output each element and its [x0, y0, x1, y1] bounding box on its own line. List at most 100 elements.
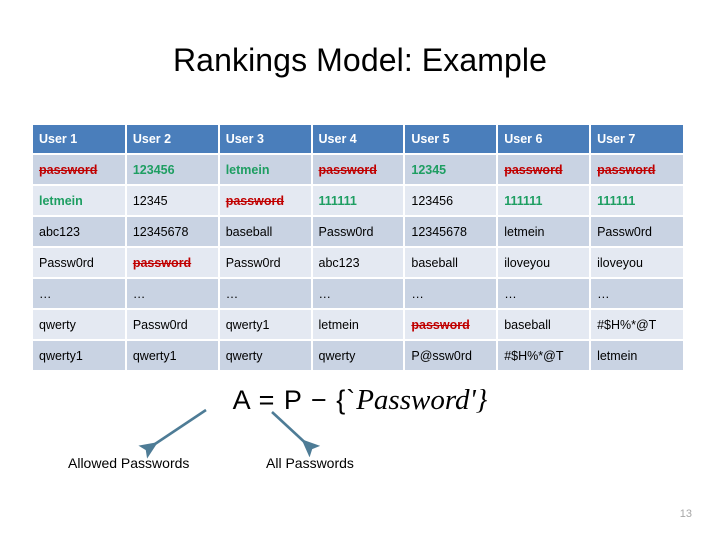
table-cell: 12345678: [404, 216, 499, 248]
table-cell: 123456: [125, 154, 220, 186]
page-title: Rankings Model: Example: [172, 42, 548, 78]
password-entry: password: [411, 317, 470, 332]
table-cell: abc123: [311, 247, 406, 279]
table-cell: 111111: [497, 185, 592, 217]
password-entry: 123456: [132, 162, 175, 177]
table-cell: Passw0rd: [125, 309, 220, 341]
table-row: qwerty1 qwerty1 qwerty qwerty P@ssw0rd #$H%*@…: [33, 340, 683, 372]
table-cell: 123456: [404, 185, 499, 217]
table-cell: P@ssw0rd: [404, 340, 499, 372]
table-header-cell-user-7: User 7: [590, 125, 683, 155]
table-cell: iloveyou: [590, 247, 683, 279]
password-entry: qwerty1: [39, 348, 83, 363]
password-entry: password: [597, 162, 656, 177]
table-header-cell-user-3: User 3: [218, 125, 313, 155]
password-entry: 111111: [597, 193, 636, 208]
password-entry: 111111: [504, 193, 543, 208]
table-cell: password: [404, 309, 499, 341]
password-entry: 111111: [318, 193, 357, 208]
table-cell: Passw0rd: [590, 216, 683, 248]
password-entry: Passw0rd: [597, 224, 652, 239]
table-cell: qwerty1: [33, 340, 127, 372]
table-body: password 123456 letmein password 12345 passwo…: [33, 154, 683, 372]
table-cell: 12345: [125, 185, 220, 217]
password-entry: 12345678: [132, 224, 189, 239]
table-cell: …: [311, 278, 406, 310]
table-cell: #$H%*@T: [497, 340, 592, 372]
caption-all-passwords: All Passwords: [266, 455, 354, 471]
page-number: 13: [679, 508, 692, 520]
password-entry: #$H%*@T: [504, 348, 564, 363]
password-entry: …: [411, 286, 425, 301]
password-entry: …: [39, 286, 52, 301]
password-entry: baseball: [225, 224, 273, 239]
table-cell: abc123: [33, 216, 127, 248]
formula-emphasis: Password: [356, 384, 470, 416]
table-cell: …: [218, 278, 313, 310]
table-cell: baseball: [497, 309, 592, 341]
table-cell: password: [311, 154, 406, 186]
password-entry: 12345: [411, 162, 447, 177]
password-entry: …: [132, 286, 146, 301]
password-entry: letmein: [39, 193, 83, 208]
password-entry: Passw0rd: [39, 255, 94, 270]
table-row: abc123 12345678 baseball Passw0rd 12345678 le…: [33, 216, 683, 248]
table-cell: …: [404, 278, 499, 310]
table-cell: Passw0rd: [311, 216, 406, 248]
table-cell: letmein: [33, 185, 127, 217]
table-cell: letmein: [497, 216, 592, 248]
table-row: … … … … … … …: [33, 278, 683, 310]
password-entry: 123456: [411, 193, 454, 208]
table-cell: …: [33, 278, 127, 310]
password-entry: letmein: [597, 348, 638, 363]
table-header-cell-user-6: User 6: [497, 125, 592, 155]
table-cell: baseball: [218, 216, 313, 248]
password-entry: password: [504, 162, 563, 177]
arrow-to-allowed-passwords: [138, 408, 207, 459]
password-entry: qwerty: [318, 348, 356, 363]
password-entry: Passw0rd: [318, 224, 374, 239]
password-entry: qwerty: [225, 348, 263, 363]
password-entry: baseball: [411, 255, 458, 270]
password-entry: qwerty1: [132, 348, 177, 363]
table-cell: password: [497, 154, 592, 186]
table-cell: 12345678: [125, 216, 220, 248]
caption-allowed-passwords: Allowed Passwords: [68, 455, 190, 471]
table-cell: #$H%*@T: [590, 309, 683, 341]
formula: A = P − {`Password'}: [0, 386, 720, 415]
table-cell: password: [125, 247, 220, 279]
password-entry: abc123: [39, 224, 81, 239]
table-cell: letmein: [218, 154, 313, 186]
password-entry: baseball: [504, 317, 551, 332]
formula-rhs: '}: [469, 384, 488, 416]
table-cell: password: [33, 154, 127, 186]
table-cell: iloveyou: [497, 247, 592, 279]
password-entry: letmein: [318, 317, 359, 332]
password-entry: iloveyou: [597, 255, 643, 270]
password-entry: …: [597, 286, 611, 301]
password-entry: P@ssw0rd: [411, 348, 472, 363]
formula-lhs: A = P − {`: [232, 385, 357, 415]
password-entry: …: [504, 286, 518, 301]
password-entry: 12345: [132, 193, 168, 208]
table-cell: …: [497, 278, 592, 310]
password-entry: #$H%*@T: [597, 317, 657, 332]
password-entry: iloveyou: [504, 255, 551, 270]
table-cell: …: [590, 278, 683, 310]
table-cell: Passw0rd: [33, 247, 127, 279]
table-cell: qwerty: [33, 309, 127, 341]
table-cell: 111111: [590, 185, 683, 217]
password-entry: 12345678: [411, 224, 467, 239]
table-header-cell-user-1: User 1: [33, 125, 127, 155]
table-cell: qwerty: [218, 340, 313, 372]
password-entry: password: [318, 162, 377, 177]
table-cell: letmein: [311, 309, 406, 341]
password-entry: letmein: [225, 162, 270, 177]
table-cell: Passw0rd: [218, 247, 313, 279]
table-header-cell-user-2: User 2: [125, 125, 220, 155]
password-entry: …: [225, 286, 239, 301]
